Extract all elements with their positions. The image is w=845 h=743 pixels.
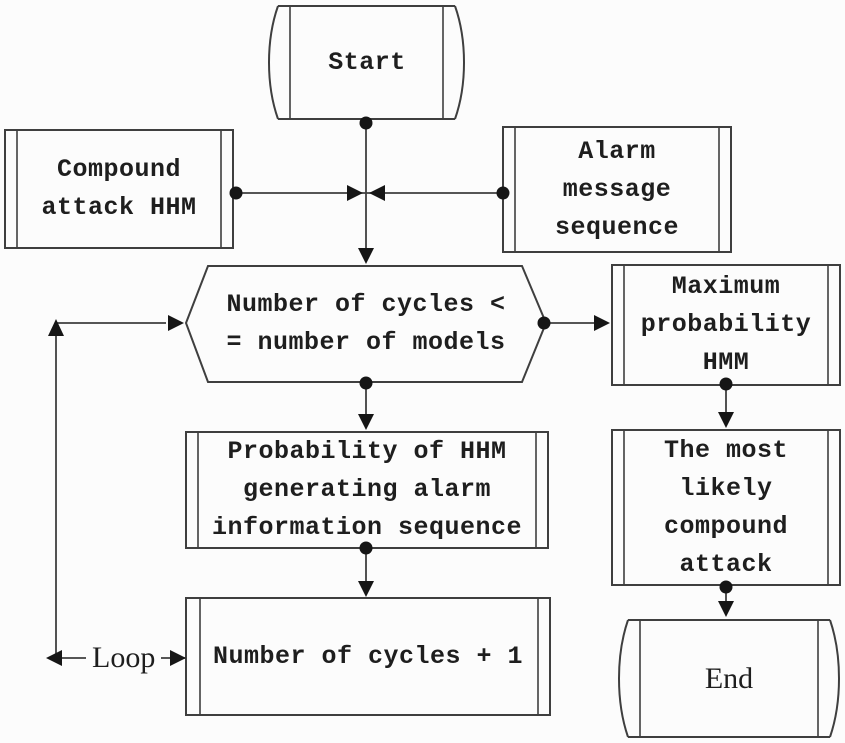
arrow-into-cycles	[358, 581, 374, 597]
node-cycles-plus-one-shape	[185, 597, 551, 716]
node-end-shape	[618, 619, 840, 738]
junction-dots	[229, 116, 733, 594]
node-cycles-plus-one-label: Number of cycles + 1	[212, 642, 524, 671]
arrow-loop-into-cycles-box	[170, 650, 186, 666]
connector-dot	[719, 580, 733, 594]
connector-dot	[359, 116, 373, 130]
connector-dot	[496, 186, 510, 200]
node-end-label: End	[704, 662, 754, 695]
node-start-label: Start	[328, 48, 406, 77]
node-decision-label: Number of cycles < = number of models	[226, 290, 506, 357]
arrow-into-probability	[358, 414, 374, 430]
node-probability-generating-label: Probability of HHM generating alarm info…	[211, 437, 523, 542]
connector-dot	[719, 377, 733, 391]
connector-dot	[359, 541, 373, 555]
arrow-loop-into-decision	[168, 315, 184, 331]
node-alarm-sequence-label: Alarm message sequence	[554, 137, 680, 242]
connector-dot	[537, 316, 551, 330]
arrow-into-mostlikely	[718, 412, 734, 428]
arrow-down-into-decision	[358, 248, 374, 264]
loop-edge-label: Loop	[86, 641, 162, 675]
node-start-shape	[268, 5, 465, 120]
node-maximum-probability-label: Maximum probability HMM	[640, 272, 812, 377]
arrow-into-end	[718, 601, 734, 617]
arrow-left-converge	[369, 185, 385, 201]
connector-dot	[229, 186, 243, 200]
node-compound-attack-label: Compound attack HHM	[41, 155, 197, 222]
arrow-right-converge	[347, 185, 363, 201]
arrow-loop-left	[46, 650, 62, 666]
connector-dot	[359, 376, 373, 390]
arrow-into-maximum	[594, 315, 610, 331]
node-most-likely-attack-label: The most likely compound attack	[663, 436, 789, 579]
arrowheads	[46, 185, 734, 666]
arrow-loop-up	[48, 319, 64, 336]
